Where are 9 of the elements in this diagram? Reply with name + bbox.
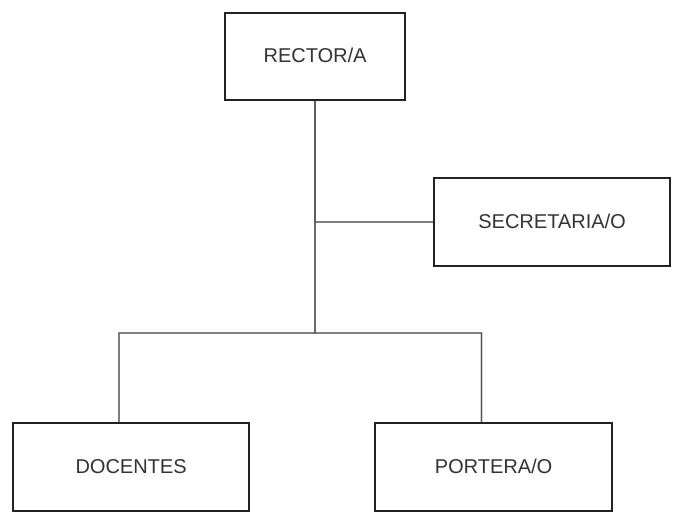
role-label: RECTOR/A [264, 45, 366, 68]
org-box [224, 12, 406, 101]
role-label: SECRETARIA/O [478, 210, 626, 234]
org-box [374, 422, 613, 512]
role-label: PORTERA/O [434, 456, 552, 478]
org-box [433, 177, 671, 267]
org-box [12, 422, 250, 512]
role-label: DOCENTES [75, 456, 187, 478]
connector-line [314, 101, 482, 422]
